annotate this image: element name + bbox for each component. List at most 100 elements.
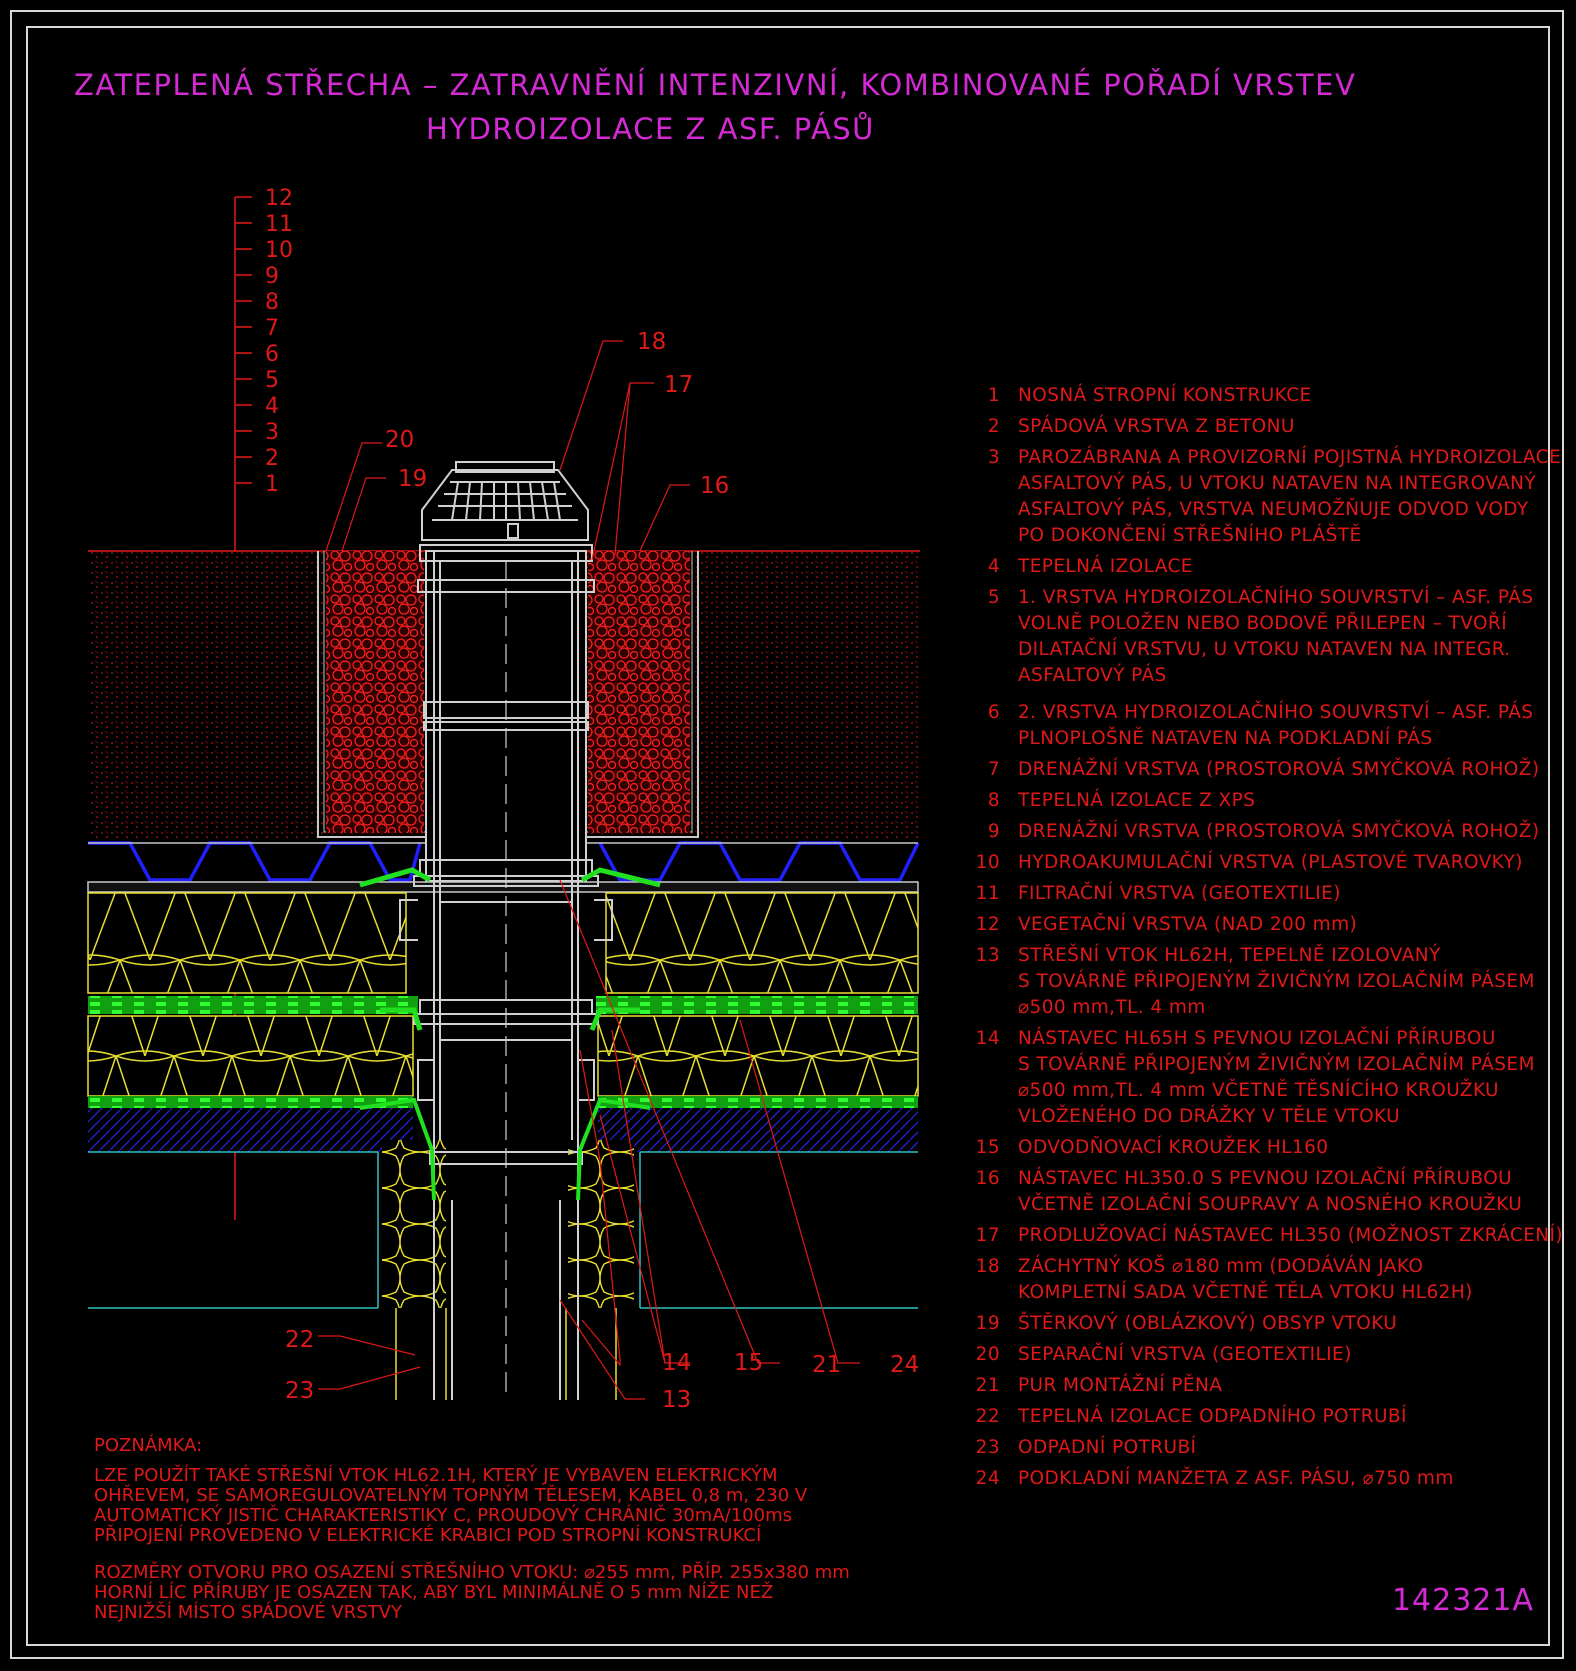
legend-number: 8 — [987, 790, 1000, 811]
vapour-barrier-right — [598, 1096, 918, 1108]
scale-label: 11 — [265, 212, 293, 237]
scale-label: 10 — [265, 238, 293, 263]
scale-label: 6 — [265, 342, 279, 367]
legend-text: STŘEŠNÍ VTOK HL62H, TEPELNĚ IZOLOVANÝ S T… — [1018, 943, 1535, 1021]
vapour-barrier-left — [88, 1096, 413, 1108]
note-paragraph-1: LZE POUŽÍT TAKÉ STŘEŠNÍ VTOK HL62.1H, KT… — [94, 1466, 807, 1546]
legend-text: HYDROAKUMULAČNÍ VRSTVA (PLASTOVÉ TVAROVK… — [1018, 850, 1523, 876]
legend-text-line: VČETNĚ IZOLAČNÍ SOUPRAVY A NOSNÉHO KROUŽ… — [1018, 1194, 1523, 1215]
legend-number: 13 — [975, 945, 1000, 966]
title-line-1: ZATEPLENÁ STŘECHA – ZATRAVNĚNÍ INTENZIVN… — [74, 68, 1357, 102]
legend-text-line: ⌀500 mm,TL. 4 mm VČETNĚ TĚSNÍCÍHO KROUŽK… — [1018, 1080, 1499, 1101]
scale-label: 8 — [265, 290, 279, 315]
legend-text: DRENÁŽNÍ VRSTVA (PROSTOROVÁ SMYČKOVÁ ROH… — [1018, 757, 1539, 783]
xps-insulation-left — [87, 892, 407, 994]
legend-number: 7 — [987, 759, 1000, 780]
legend-text-line: PLNOPLOŠNĚ NATAVEN NA PODKLADNÍ PÁS — [1018, 728, 1433, 749]
gravel-surround-left — [326, 551, 424, 833]
legend-number: 22 — [975, 1406, 1000, 1427]
legend-text-line: NÁSTAVEC HL65H S PEVNOU IZOLAČNÍ PŘÍRUBO… — [1018, 1028, 1496, 1049]
legend-number: 6 — [987, 702, 1000, 723]
legend-text: FILTRAČNÍ VRSTVA (GEOTEXTILIE) — [1018, 881, 1518, 907]
legend-text-line: HYDROAKUMULAČNÍ VRSTVA (PLASTOVÉ TVAROVK… — [1018, 852, 1523, 873]
legend-text-line: TEPELNÁ IZOLACE — [1018, 556, 1193, 577]
legend-text-line: SPÁDOVÁ VRSTVA Z BETONU — [1018, 416, 1295, 437]
note-heading: POZNÁMKA: — [94, 1435, 203, 1456]
legend-number: 4 — [987, 556, 1000, 577]
legend-number: 18 — [975, 1256, 1000, 1277]
title-line-2: HYDROIZOLACE Z ASF. PÁSŮ — [426, 112, 875, 146]
legend-number: 9 — [987, 821, 1000, 842]
callout-13: 13 — [662, 1387, 691, 1413]
legend-text-line: S TOVÁRNĚ PŘIPOJENÝM ŽIVIČNÝM IZOLAČNÍM … — [1018, 971, 1535, 992]
legend-text-line: PO DOKONČENÍ STŘEŠNÍHO PLÁŠTĚ — [1018, 525, 1362, 546]
legend-number: 12 — [975, 914, 1000, 935]
legend-number: 10 — [975, 852, 1000, 873]
legend-text: TEPELNÁ IZOLACE Z XPS — [1018, 788, 1518, 814]
legend-number: 1 — [987, 385, 1000, 406]
scale-label: 2 — [265, 446, 279, 471]
legend-text-line: PODKLADNÍ MANŽETA Z ASF. PÁSU, ⌀750 mm — [1018, 1468, 1454, 1489]
drawing-code: 142321A — [1391, 1583, 1534, 1618]
hydro-accumulation-left — [88, 841, 422, 882]
legend-text-line: DILATAČNÍ VRSTVU, U VTOKU NATAVEN NA INT… — [1018, 639, 1511, 660]
legend-text-line: 1. VRSTVA HYDROIZOLAČNÍHO SOUVRSTVÍ – AS… — [1018, 587, 1534, 608]
legend-text-line: NÁSTAVEC HL350.0 S PEVNOU IZOLAČNÍ PŘÍRU… — [1018, 1168, 1513, 1189]
legend-text-line: KOMPLETNÍ SADA VČETNĚ TĚLA VTOKU HL62H) — [1018, 1282, 1473, 1303]
legend-text-line: ⌀500 mm,TL. 4 mm — [1018, 997, 1206, 1018]
legend-text-line: SEPARAČNÍ VRSTVA (GEOTEXTILIE) — [1018, 1344, 1352, 1365]
scale-label: 4 — [265, 394, 279, 419]
legend-text-line: PRODLUŽOVACÍ NÁSTAVEC HL350 (MOŽNOST ZKR… — [1018, 1225, 1564, 1246]
roof-drain-assembly — [399, 544, 613, 1400]
legend-text-line: ODVODŇOVACÍ KROUŽEK HL160 — [1018, 1137, 1329, 1158]
legend-text-line: NOSNÁ STROPNÍ KONSTRUKCE — [1018, 385, 1312, 406]
legend-number: 21 — [975, 1375, 1000, 1396]
legend-text-line: TEPELNÁ IZOLACE ODPADNÍHO POTRUBÍ — [1018, 1406, 1407, 1427]
xps-insulation-right — [605, 892, 919, 994]
legend-text-line: DRENÁŽNÍ VRSTVA (PROSTOROVÁ SMYČKOVÁ ROH… — [1018, 821, 1540, 842]
callout-18: 18 — [637, 329, 666, 355]
callout-17: 17 — [664, 372, 693, 398]
note-line: HORNÍ LÍC PŘÍRUBY JE OSAZEN TAK, ABY BYL… — [94, 1582, 774, 1603]
note-line: NEJNIŽŠÍ MÍSTO SPÁDOVÉ VRSTVY — [94, 1602, 402, 1623]
scale-label: 12 — [265, 186, 293, 211]
outer-frame — [10, 10, 1564, 1659]
callout-leaders — [318, 340, 860, 1400]
legend-number: 24 — [975, 1468, 1000, 1489]
legend-number: 19 — [975, 1313, 1000, 1334]
legend-number: 14 — [975, 1028, 1000, 1049]
legend-text-line: VLOŽENÉHO DO DRÁŽKY V TĚLE VTOKU — [1018, 1106, 1401, 1127]
note-line: LZE POUŽÍT TAKÉ STŘEŠNÍ VTOK HL62.1H, KT… — [94, 1465, 778, 1486]
legend-text-line: 2. VRSTVA HYDROIZOLAČNÍHO SOUVRSTVÍ – AS… — [1018, 702, 1534, 723]
legend-text: SPÁDOVÁ VRSTVA Z BETONU — [1018, 414, 1518, 440]
legend-text-line: S TOVÁRNĚ PŘIPOJENÝM ŽIVIČNÝM IZOLAČNÍM … — [1018, 1054, 1535, 1075]
legend-text-line: PAROZÁBRANA A PROVIZORNÍ POJISTNÁ HYDROI… — [1018, 447, 1562, 468]
legend-text: PUR MONTÁŽNÍ PĚNA — [1018, 1373, 1518, 1399]
legend-text: ŠTĚRKOVÝ (OBLÁZKOVÝ) OBSYP VTOKU — [1018, 1311, 1518, 1337]
concrete-slope-left — [88, 1108, 413, 1152]
inner-frame — [26, 26, 1550, 1646]
legend-text: 1. VRSTVA HYDROIZOLAČNÍHO SOUVRSTVÍ – AS… — [1018, 585, 1534, 689]
concrete-slope-right — [598, 1108, 918, 1152]
legend-text: TEPELNÁ IZOLACE ODPADNÍHO POTRUBÍ — [1018, 1404, 1518, 1430]
legend-text: SEPARAČNÍ VRSTVA (GEOTEXTILIE) — [1018, 1342, 1518, 1368]
callout-15: 15 — [734, 1350, 763, 1376]
legend-text-line: FILTRAČNÍ VRSTVA (GEOTEXTILIE) — [1018, 883, 1341, 904]
waterproofing-upper-right — [596, 996, 918, 1014]
scale-label: 5 — [265, 368, 279, 393]
legend-number: 16 — [975, 1168, 1000, 1189]
gravel-guard-basket — [421, 461, 589, 541]
legend-text: NÁSTAVEC HL65H S PEVNOU IZOLAČNÍ PŘÍRUBO… — [1018, 1026, 1535, 1130]
hydro-accumulation-right — [598, 841, 920, 882]
gravel-surround-right — [588, 551, 690, 833]
legend-number: 17 — [975, 1225, 1000, 1246]
callout-23: 23 — [285, 1378, 314, 1404]
legend-text-line: STŘEŠNÍ VTOK HL62H, TEPELNĚ IZOLOVANÝ — [1018, 945, 1441, 966]
scale-label: 3 — [265, 420, 279, 445]
legend-text: PODKLADNÍ MANŽETA Z ASF. PÁSU, ⌀750 mm — [1018, 1466, 1518, 1492]
legend-text: VEGETAČNÍ VRSTVA (NAD 200 mm) — [1018, 912, 1518, 938]
legend-text: PAROZÁBRANA A PROVIZORNÍ POJISTNÁ HYDROI… — [1018, 445, 1562, 549]
legend-text-line: VEGETAČNÍ VRSTVA (NAD 200 mm) — [1018, 914, 1358, 935]
